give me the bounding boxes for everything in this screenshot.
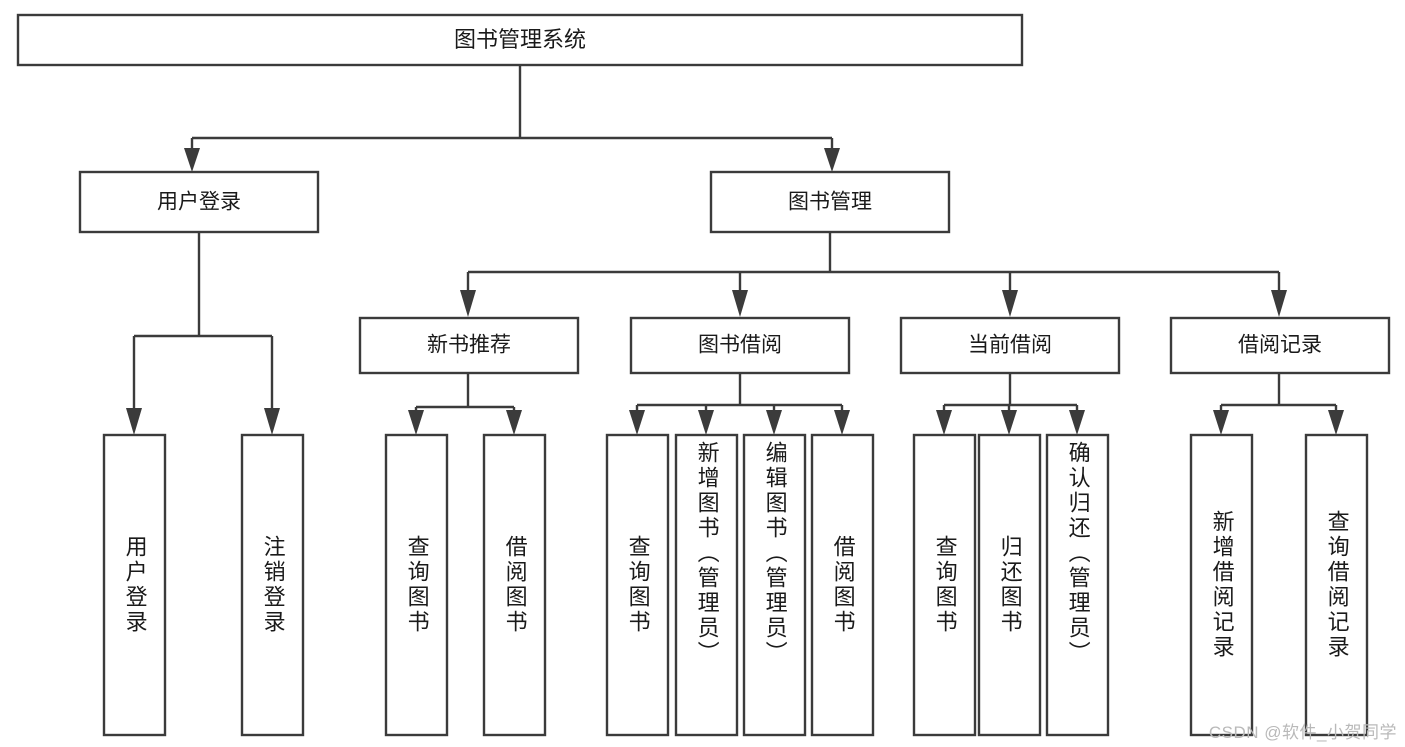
arrow-icon xyxy=(629,410,645,435)
node-user-login[interactable]: 用户登录 xyxy=(78,170,320,234)
connector-currentborrow-to-leaves xyxy=(936,373,1085,435)
leaf-node-confirm-return[interactable] xyxy=(1045,433,1110,737)
arrow-icon xyxy=(460,290,476,317)
node-book-borrow-label: 图书借阅 xyxy=(698,334,782,357)
leaf-node-return-book[interactable] xyxy=(977,433,1042,737)
arrow-icon xyxy=(1001,410,1017,435)
leaf-node-borrow-book-2[interactable] xyxy=(810,433,875,737)
arrow-icon xyxy=(1213,410,1229,435)
node-new-book-recommend-label: 新书推荐 xyxy=(427,334,511,357)
leaf-node-user-login[interactable] xyxy=(102,433,167,737)
node-root-label: 图书管理系统 xyxy=(454,27,586,52)
watermark: CSDN @软件_小贺同学 xyxy=(1208,723,1397,742)
arrow-icon xyxy=(1328,410,1344,435)
arrow-icon xyxy=(1069,410,1085,435)
leaf-node-query-book-2[interactable] xyxy=(605,433,670,737)
arrow-icon xyxy=(1271,290,1287,317)
node-borrow-record-label: 借阅记录 xyxy=(1238,334,1322,357)
node-book-management-label: 图书管理 xyxy=(788,191,872,214)
connector-bookmgmt-to-level3 xyxy=(460,232,1287,317)
arrow-icon xyxy=(698,410,714,435)
arrow-icon xyxy=(766,410,782,435)
node-root[interactable]: 图书管理系统 xyxy=(16,13,1024,67)
leaf-node-add-book[interactable] xyxy=(674,433,739,737)
arrow-icon xyxy=(732,290,748,317)
arrow-icon xyxy=(126,408,142,435)
connector-newbook-to-leaves xyxy=(408,373,522,435)
node-user-login-label: 用户登录 xyxy=(157,191,241,214)
node-book-borrow[interactable]: 图书借阅 xyxy=(629,316,851,375)
node-book-management[interactable]: 图书管理 xyxy=(709,170,951,234)
leaf-node-query-book-3[interactable] xyxy=(912,433,977,737)
arrow-icon xyxy=(408,410,424,435)
arrow-icon xyxy=(824,148,840,172)
connector-root-to-level2 xyxy=(184,65,840,172)
arrow-icon xyxy=(834,410,850,435)
arrow-icon xyxy=(506,410,522,435)
arrow-icon xyxy=(936,410,952,435)
node-current-borrow-label: 当前借阅 xyxy=(968,334,1052,357)
leaf-node-logout[interactable] xyxy=(240,433,305,737)
leaf-node-query-borrow-record[interactable] xyxy=(1304,433,1369,737)
arrow-icon xyxy=(264,408,280,435)
leaf-node-add-borrow-record[interactable] xyxy=(1189,433,1254,737)
leaf-node-borrow-book-1[interactable] xyxy=(482,433,547,737)
arrow-icon xyxy=(184,148,200,172)
node-new-book-recommend[interactable]: 新书推荐 xyxy=(358,316,580,375)
arrow-icon xyxy=(1002,290,1018,317)
leaf-node-query-book-1[interactable] xyxy=(384,433,449,737)
node-borrow-record[interactable]: 借阅记录 xyxy=(1169,316,1391,375)
connector-borrowrecord-to-leaves xyxy=(1213,373,1344,435)
leaf-node-edit-book[interactable] xyxy=(742,433,807,737)
connector-userlogin-to-leaves xyxy=(126,232,280,435)
node-current-borrow[interactable]: 当前借阅 xyxy=(899,316,1121,375)
connector-bookborrow-to-leaves xyxy=(629,373,850,435)
